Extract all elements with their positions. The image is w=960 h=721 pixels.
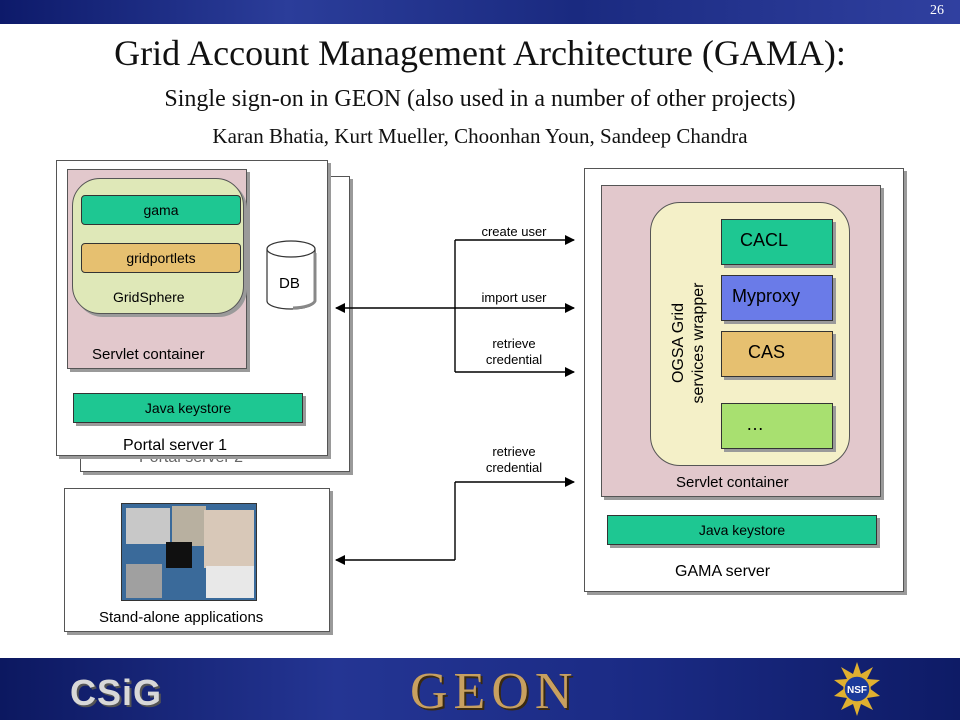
retrieve-credential-label-1: retrieve credential bbox=[462, 336, 566, 368]
portal-java-keystore: Java keystore bbox=[73, 393, 303, 423]
slide-authors: Karan Bhatia, Kurt Mueller, Choonhan You… bbox=[212, 124, 748, 148]
myproxy-label: Myproxy bbox=[732, 286, 801, 306]
portal-server-1-label: Portal server 1 bbox=[123, 437, 228, 454]
app-window-6 bbox=[126, 564, 162, 598]
app-window-4 bbox=[204, 510, 254, 568]
gama-server-box: CACL Myproxy CAS … OGSA Grid services wr… bbox=[584, 168, 904, 592]
portal-arrows bbox=[335, 235, 575, 377]
ogsa-wrapper: CACL Myproxy CAS … OGSA Grid services wr… bbox=[650, 202, 850, 466]
retrieve-credential-label-2: retrieve credential bbox=[462, 444, 566, 476]
app-window-1 bbox=[126, 508, 170, 544]
gama-portlet: gama bbox=[81, 195, 241, 225]
retrieve-credential-label-1a: retrieve bbox=[492, 336, 536, 351]
db-cylinder bbox=[266, 240, 317, 310]
retrieve-credential-label-2b: credential bbox=[485, 460, 543, 475]
cas-service: CAS bbox=[721, 331, 833, 377]
retrieve-credential-label-2a: retrieve bbox=[492, 444, 536, 459]
db-label: DB bbox=[279, 275, 300, 292]
standalone-apps-screenshot bbox=[121, 503, 257, 601]
gama-java-keystore: Java keystore bbox=[607, 515, 877, 545]
cacl-service: CACL bbox=[721, 219, 833, 265]
slide-number: 26 bbox=[930, 3, 944, 18]
gridsphere-box: gama gridportlets GridSphere bbox=[72, 178, 244, 314]
geon-logo: GEON bbox=[410, 663, 579, 720]
slide-subtitle: Single sign-on in GEON (also used in a n… bbox=[164, 86, 796, 112]
gridsphere-label: GridSphere bbox=[113, 289, 185, 305]
myproxy-service: Myproxy bbox=[721, 275, 833, 321]
cacl-label: CACL bbox=[740, 230, 789, 250]
standalone-apps-label: Stand-alone applications bbox=[99, 609, 264, 626]
gridportlets-portlet: gridportlets bbox=[81, 243, 241, 273]
portal-servlet-label: Servlet container bbox=[92, 346, 205, 363]
app-window-3 bbox=[166, 542, 192, 568]
gama-server-label: GAMA server bbox=[675, 563, 771, 580]
standalone-arrows bbox=[335, 477, 575, 565]
import-user-label: import user bbox=[481, 290, 547, 305]
slide-title: Grid Account Management Architecture (GA… bbox=[114, 33, 846, 73]
footer-banner: CSiG GEON NSF bbox=[0, 658, 960, 720]
portal-servlet-container: gama gridportlets GridSphere Servlet con… bbox=[67, 169, 247, 369]
portal-server-1-box: gama gridportlets GridSphere Servlet con… bbox=[56, 160, 328, 456]
retrieve-credential-label-1b: credential bbox=[485, 352, 543, 367]
app-window-2 bbox=[172, 506, 206, 546]
top-banner: 26 bbox=[0, 0, 960, 24]
gama-servlet-label: Servlet container bbox=[676, 474, 789, 491]
cas-label: CAS bbox=[748, 342, 786, 362]
nsf-logo: NSF bbox=[834, 662, 880, 716]
create-user-label: create user bbox=[481, 224, 547, 239]
app-window-5 bbox=[206, 566, 254, 598]
nsf-logo-text: NSF bbox=[847, 685, 867, 696]
csig-logo: CSiG bbox=[70, 672, 163, 713]
gama-servlet-container: CACL Myproxy CAS … OGSA Grid services wr… bbox=[601, 185, 881, 497]
standalone-apps-box: Stand-alone applications bbox=[64, 488, 330, 632]
more-services: … bbox=[721, 403, 833, 449]
more-label: … bbox=[746, 414, 764, 434]
